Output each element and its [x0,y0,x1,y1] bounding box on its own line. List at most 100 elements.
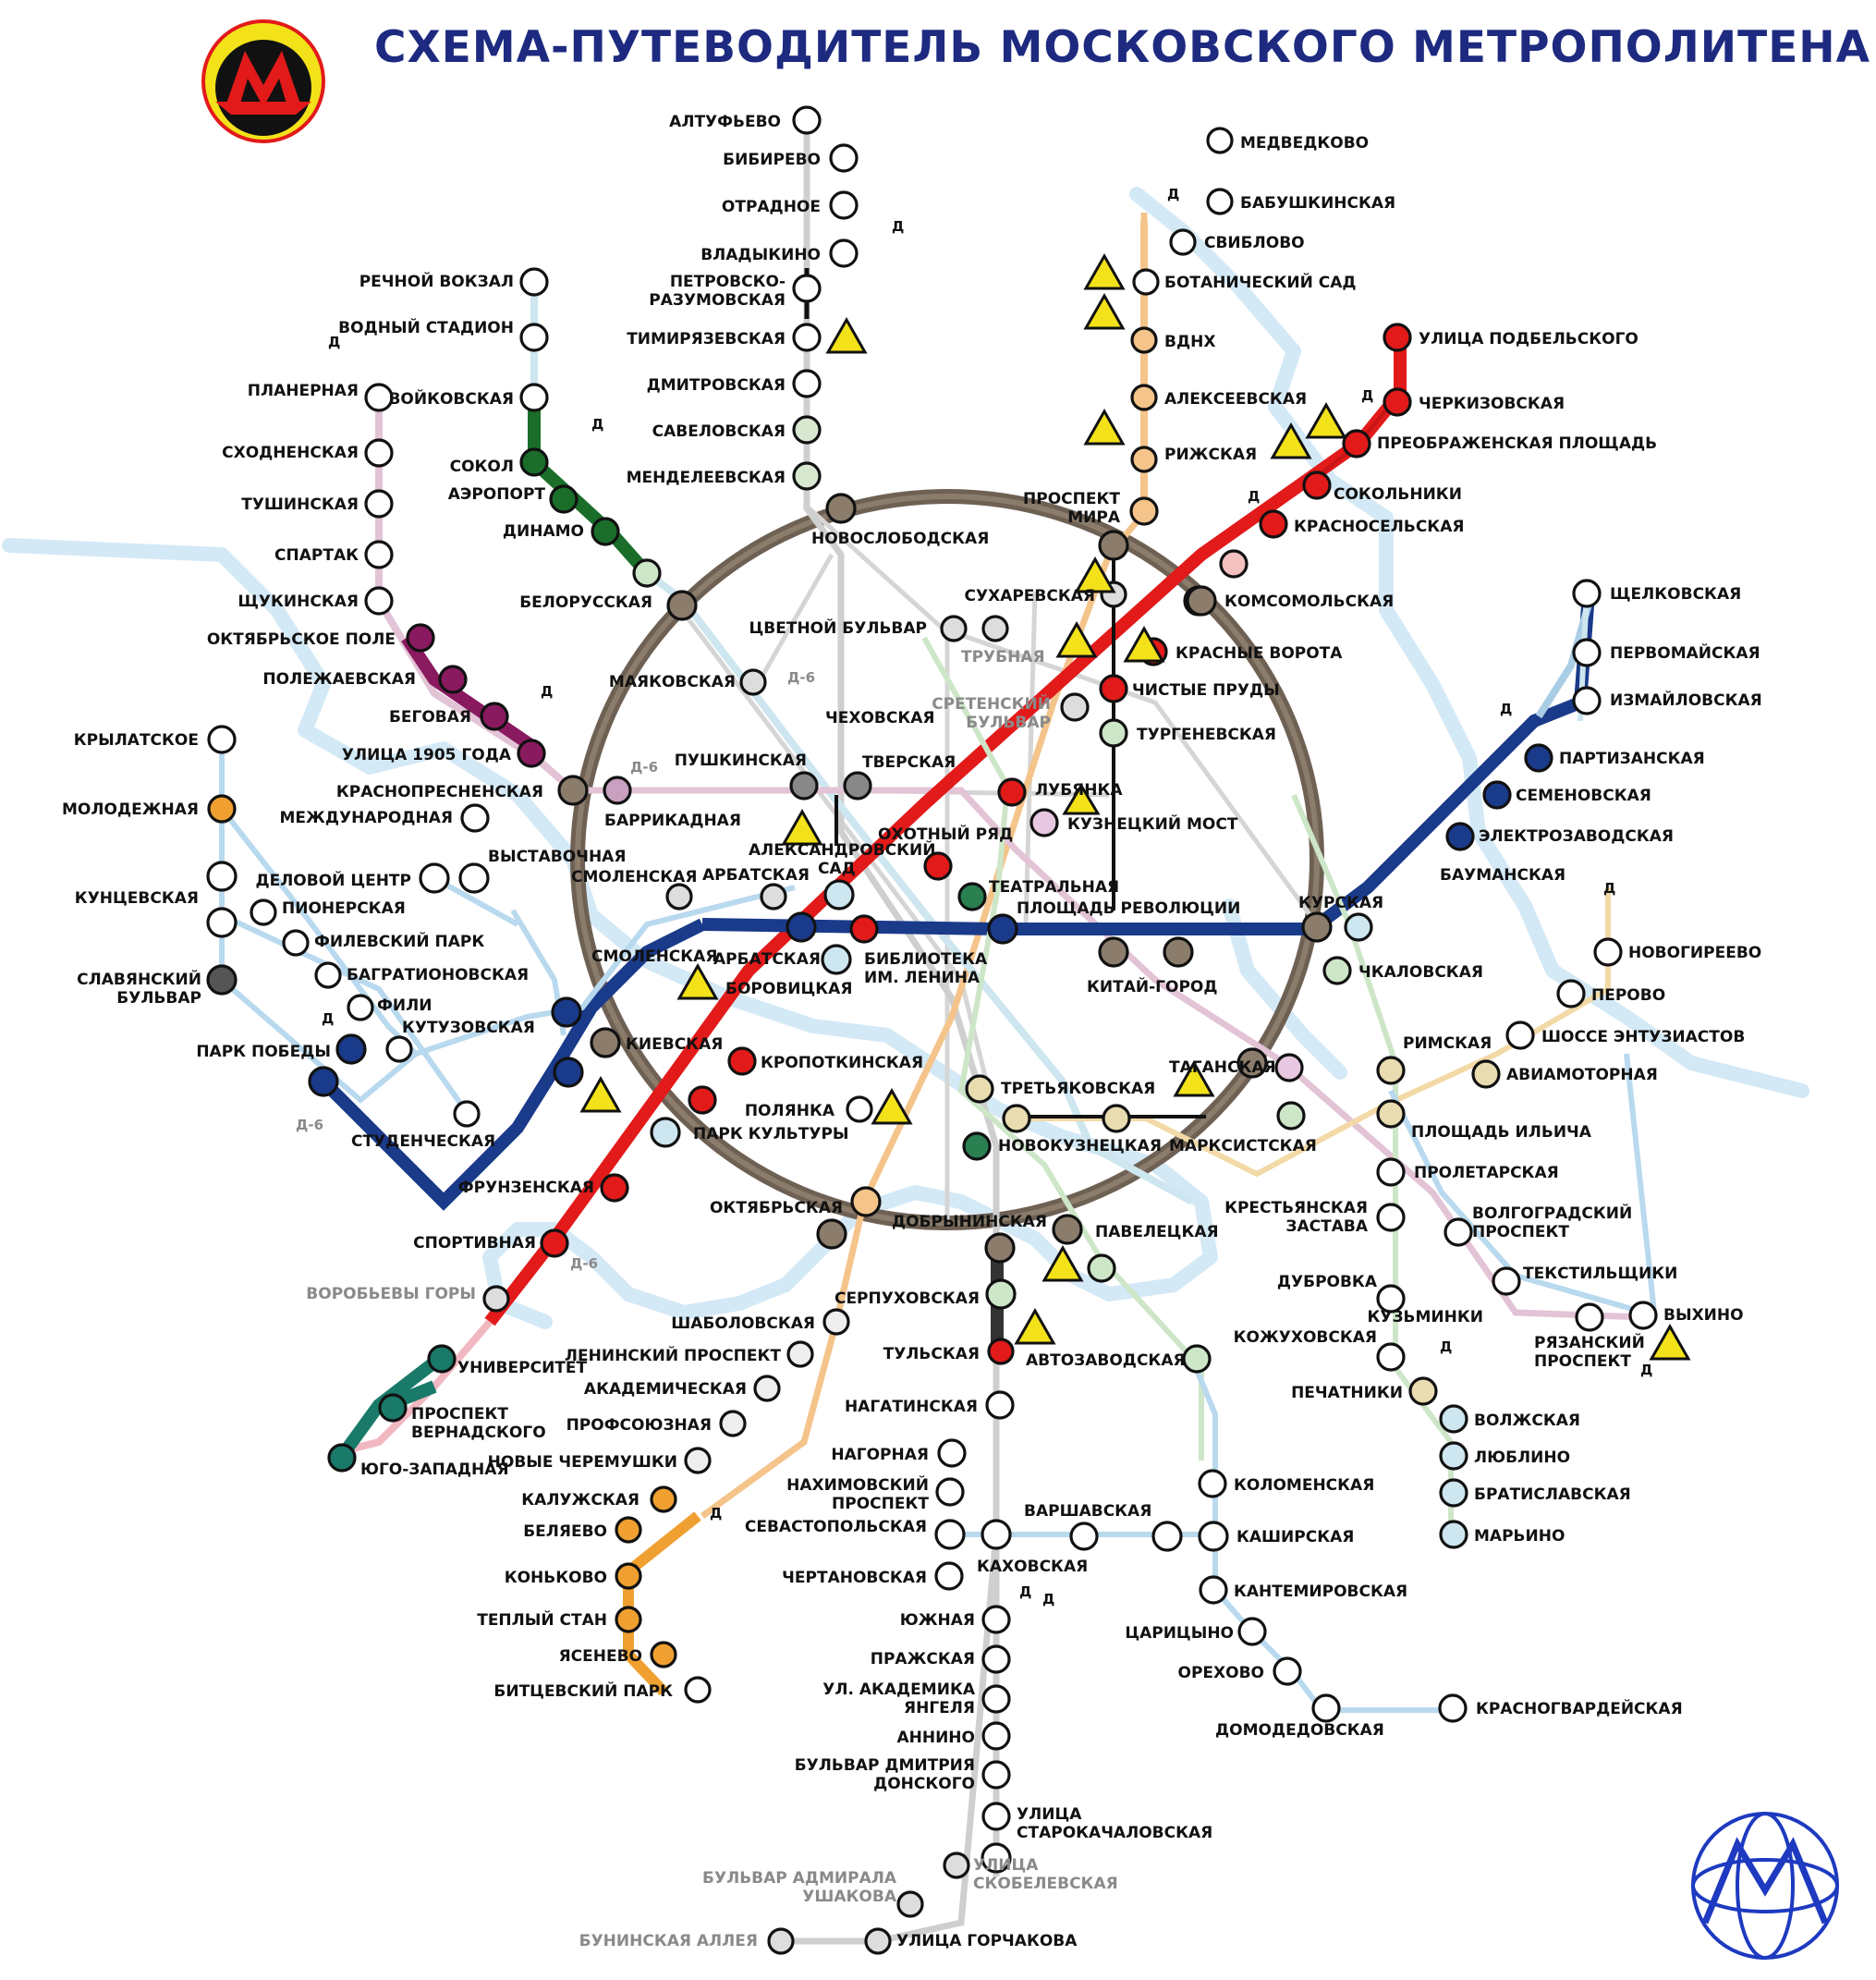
depot-marker-planernaya: Д [328,334,340,350]
label-pervomayskaya: ПЕРВОМАЙСКАЯ [1610,642,1760,663]
label-pionerskaya: ПИОНЕРСКАЯ [282,899,406,918]
label-kutuzovskaya: КУТУЗОВСКАЯ [402,1019,535,1037]
label-tsaritsyno: ЦАРИЦЫНО [1125,1624,1234,1643]
label-krylatskoe: КРЫЛАТСКОЕ [74,731,199,750]
label-rimskaya: РИМСКАЯ [1403,1034,1492,1053]
label-biblioteka2: ИМ. ЛЕНИНА [864,969,981,987]
depot-marker-krasnoselskaya: Д [1248,488,1260,505]
label-tsvetnoy: ЦВЕТНОЙ БУЛЬВАР [749,617,927,638]
label-sretensky2: БУЛЬВАР [966,714,1051,732]
label-dubrovka: ДУБРОВКА [1277,1273,1378,1291]
label-smolenskaya-up: СМОЛЕНСКАЯ [571,868,697,886]
stations [206,105,1658,1955]
label-yangelya1: УЛ. АКАДЕМИКА [822,1681,976,1699]
label-park-kultury: ПАРК КУЛЬТУРЫ [693,1125,849,1143]
label-park-pobedy: ПАРК ПОБЕДЫ [196,1043,331,1061]
label-akademicheskaya: АКАДЕМИЧЕСКАЯ [584,1380,747,1399]
label-prospekt-vern2: ВЕРНАДСКОГО [411,1424,546,1442]
ring-line [570,489,1324,1230]
label-shchukinskaya: ЩУКИНСКАЯ [238,593,359,611]
label-tushinskaya: ТУШИНСКАЯ [241,495,359,514]
depot-marker-kakhovskaya: Д [1019,1583,1031,1600]
label-novye-cheremushki: НОВЫЕ ЧЕРЕМУШКИ [488,1453,677,1472]
label-serpukhovskaya: СЕРПУХОВСКАЯ [834,1289,980,1308]
label-mezhdunarodnaya: МЕЖДУНАРОДНАЯ [280,809,454,827]
label-dinamo: ДИНАМО [503,522,584,541]
moscow-metro-emblem [1691,1812,1839,1960]
label-krestyanskaya2: ЗАСТАВА [1285,1217,1368,1236]
label-elektrozavodskaya: ЭЛЕКТРОЗАВОДСКАЯ [1479,827,1674,846]
label-polezhaevskaya: ПОЛЕЖАЕВСКАЯ [262,670,416,689]
depot-marker-novogireevo: Д [1603,880,1615,897]
label-belorusskaya: БЕЛОРУССКАЯ [519,593,652,612]
label-sevastopolskaya: СЕВАСТОПОЛЬСКАЯ [745,1518,927,1536]
depot-marker-sokol: Д [591,416,603,433]
label-ushakova1: БУЛЬВАР АДМИРАЛА [702,1869,897,1888]
depot-marker-izmaylovskaya: Д [1500,701,1512,717]
label-ushakova2: УШАКОВА [802,1888,897,1906]
label-rizhskaya: РИЖСКАЯ [1164,446,1257,464]
label-konkovo: КОНЬКОВО [505,1569,607,1587]
label-krestyanskaya1: КРЕСТЬЯНСКАЯ [1224,1199,1368,1217]
station-labels: АЛТУФЬЕВО БИБИРЕВО ОТРАДНОЕ ВЛАДЫКИНО ПЕ… [62,113,1762,1950]
label-smolenskaya: СМОЛЕНСКАЯ [591,947,717,966]
label-bratislavskaya: БРАТИСЛАВСКАЯ [1474,1485,1631,1504]
label-rechnoy: РЕЧНОЙ ВОКЗАЛ [359,271,514,291]
label-kuntsevskaya: КУНЦЕВСКАЯ [75,889,199,908]
label-chertanovskaya: ЧЕРТАНОВСКАЯ [782,1569,927,1587]
label-lubyanka: ЛУБЯНКА [1035,781,1123,800]
label-avtozavodskaya: АВТОЗАВОДСКАЯ [1026,1351,1186,1370]
label-babushkinskaya: БАБУШКИНСКАЯ [1240,194,1395,213]
label-dobryninskaya: ДОБРЫНИНСКАЯ [892,1213,1047,1231]
label-yangelya2: ЯНГЕЛЯ [904,1699,975,1717]
label-borovitskaya: БОРОВИЦКАЯ [725,980,852,998]
label-preobrazhenskaya: ПРЕОБРАЖЕНСКАЯ ПЛОЩАДЬ [1377,434,1657,453]
serpukhovsko-timiryazevskaya-line [776,120,1000,1945]
label-tretyakovskaya: ТРЕТЬЯКОВСКАЯ [1001,1080,1155,1098]
label-kievskaya: КИЕВСКАЯ [626,1035,723,1054]
label-frunzenskaya: ФРУНЗЕНСКАЯ [458,1179,594,1197]
river [2,187,1809,1329]
label-prospekt-vern1: ПРОСПЕКТ [411,1405,508,1424]
page-title: СХЕМА-ПУТЕВОДИТЕЛЬ МОСКОВСКОГО МЕТРОПОЛИ… [374,22,1871,73]
label-paveletskaya: ПАВЕЛЕЦКАЯ [1095,1223,1219,1241]
label-orekhovo: ОРЕХОВО [1178,1664,1265,1682]
label-altufyevo: АЛТУФЬЕВО [669,113,781,131]
label-donskoy2: ДОНСКОГО [873,1775,975,1793]
label-novoslobodskaya: НОВОСЛОБОДСКАЯ [811,530,989,548]
label-alekseevskaya: АЛЕКСЕЕВСКАЯ [1164,390,1307,409]
label-molodezhnaya: МОЛОДЕЖНАЯ [62,801,199,819]
label-sukharevskaya: СУХАРЕВСКАЯ [965,587,1096,605]
label-perovo: ПЕРОВО [1591,986,1665,1005]
label-mendeleevskaya: МЕНДЕЛЕЕВСКАЯ [627,469,786,487]
label-domodedovskaya: ДОМОДЕДОВСКАЯ [1215,1721,1384,1740]
label-buninskaya: БУНИНСКАЯ АЛЛЕЯ [579,1932,758,1950]
label-novokuznetskaya: НОВОКУЗНЕЦКАЯ [998,1137,1162,1155]
label-krasnopresnenskaya: КРАСНОПРЕСНЕНСКАЯ [336,783,543,801]
label-depot6-west: Д-6 [296,1117,323,1133]
label-depot6-barr: Д-6 [630,759,658,776]
label-prospekt-mira2: МИРА [1067,508,1121,527]
label-begovaya: БЕГОВАЯ [389,708,471,727]
label-ryazansky2: ПРОСПЕКТ [1534,1352,1631,1371]
label-spartak: СПАРТАК [274,546,359,565]
label-sokolniki: СОКОЛЬНИКИ [1334,485,1462,504]
label-polyanka: ПОЛЯНКА [745,1102,835,1120]
label-vystavochnaya: ВЫСТАВОЧНАЯ [488,848,626,866]
depot-marker-babushkinskaya: Д [1167,186,1179,202]
label-pechatniki: ПЕЧАТНИКИ [1291,1384,1403,1402]
label-nakhimovsky1: НАХИМОВСКИЙ [786,1474,929,1495]
label-kashirskaya: КАШИРСКАЯ [1236,1528,1354,1546]
label-chkalovskaya: ЧКАЛОВСКАЯ [1358,963,1483,982]
depot-marker-cherkizovskaya: Д [1361,387,1373,404]
depot-marker-vykhino: Д [1640,1362,1652,1378]
label-vodny: ВОДНЫЙ СТАДИОН [338,317,514,337]
label-ploshchad-ilyicha: ПЛОЩАДЬ ИЛЬИЧА [1411,1123,1592,1142]
depot-marker-begovaya: Д [541,683,553,700]
label-petrovsko: ПЕТРОВСКО- [670,273,786,291]
label-maryino: МАРЬИНО [1474,1527,1565,1546]
label-proletarskaya: ПРОЛЕТАРСКАЯ [1414,1164,1559,1182]
label-varshavskaya: ВАРШАВСКАЯ [1024,1502,1151,1521]
label-podbelskogo: УЛИЦА ПОДБЕЛЬСКОГО [1419,330,1638,348]
